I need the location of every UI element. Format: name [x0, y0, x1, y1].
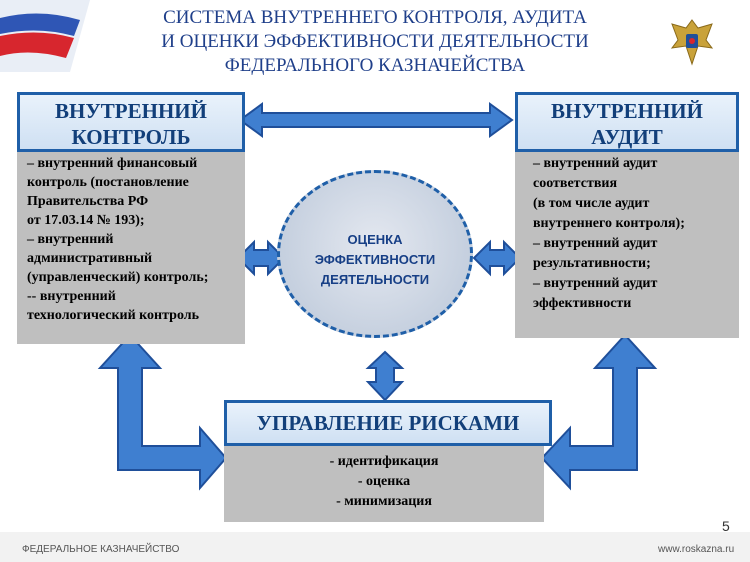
- title-line-3: ФЕДЕРАЛЬНОГО КАЗНАЧЕЙСТВА: [224, 55, 526, 76]
- list-item: соответствия: [533, 176, 618, 191]
- list-item: Правительства РФ: [27, 194, 149, 209]
- internal-control-heading: ВНУТРЕННИЙ КОНТРОЛЬ: [17, 92, 245, 152]
- list-item: результативности;: [533, 256, 651, 271]
- center-line-3: ДЕЯТЕЛЬНОСТИ: [320, 272, 430, 287]
- center-line-2: ЭФФЕКТИВНОСТИ: [314, 252, 436, 267]
- list-item: – внутренний аудит: [533, 236, 658, 251]
- internal-control-heading-line-1: ВНУТРЕННИЙ: [55, 99, 207, 123]
- double-arrow-top: [238, 102, 514, 138]
- l-arrow-left: [97, 333, 228, 491]
- internal-audit-heading-line-2: АУДИТ: [591, 125, 663, 149]
- footer-bar: [0, 532, 750, 562]
- list-item: от 17.03.14 № 193);: [27, 213, 145, 228]
- page-number: 5: [722, 518, 730, 534]
- list-item: (в том числе аудит: [533, 196, 650, 211]
- list-item: (управленческий) контроль;: [27, 270, 209, 285]
- list-item: эффективности: [533, 296, 632, 311]
- list-item: - минимизация: [336, 494, 432, 509]
- double-arrow-right: [472, 239, 522, 277]
- russian-flag-decoration: [0, 0, 90, 72]
- list-item: административный: [27, 251, 153, 266]
- center-line-1: ОЦЕНКА: [347, 232, 403, 247]
- slide-title: СИСТЕМА ВНУТРЕННЕГО КОНТРОЛЯ, АУДИТА И О…: [100, 6, 650, 78]
- internal-audit-heading: ВНУТРЕННИЙ АУДИТ: [515, 92, 739, 152]
- list-item: -- внутренний: [27, 289, 116, 304]
- l-arrow-right: [540, 333, 658, 491]
- list-item: внутреннего контроля);: [533, 216, 685, 231]
- internal-control-heading-line-2: КОНТРОЛЬ: [71, 125, 191, 149]
- list-item: - идентификация: [329, 454, 439, 469]
- risk-management-heading-text: УПРАВЛЕНИЕ РИСКАМИ: [256, 411, 520, 435]
- list-item: контроль (постановление: [27, 175, 189, 190]
- list-item: - оценка: [357, 474, 411, 489]
- efficiency-assessment-circle: [277, 170, 473, 338]
- efficiency-assessment-label: ОЦЕНКА ЭФФЕКТИВНОСТИ ДЕЯТЕЛЬНОСТИ: [287, 230, 463, 290]
- list-item: – внутренний аудит: [533, 276, 658, 291]
- internal-audit-details: – внутренний аудит соответствия (в том ч…: [515, 152, 739, 338]
- risk-management-heading: УПРАВЛЕНИЕ РИСКАМИ: [224, 400, 552, 446]
- internal-audit-heading-line-1: ВНУТРЕННИЙ: [551, 99, 703, 123]
- list-item: технологический контроль: [27, 308, 200, 323]
- list-item: – внутренний аудит: [533, 156, 658, 171]
- title-line-2: И ОЦЕНКИ ЭФФЕКТИВНОСТИ ДЕЯТЕЛЬНОСТИ: [161, 31, 589, 52]
- footer-website-link[interactable]: www.roskazna.ru: [658, 544, 735, 555]
- internal-control-details: – внутренний финансовый контроль (постан…: [17, 152, 245, 344]
- list-item: – внутренний: [27, 232, 114, 247]
- risk-management-details: - идентификация - оценка - минимизация: [224, 446, 544, 522]
- title-line-1: СИСТЕМА ВНУТРЕННЕГО КОНТРОЛЯ, АУДИТА: [163, 7, 587, 28]
- footer-org-name: ФЕДЕРАЛЬНОЕ КАЗНАЧЕЙСТВО: [22, 544, 180, 555]
- double-arrow-vertical: [365, 350, 405, 402]
- eagle-emblem-icon: [670, 19, 714, 66]
- list-item: – внутренний финансовый: [27, 156, 198, 171]
